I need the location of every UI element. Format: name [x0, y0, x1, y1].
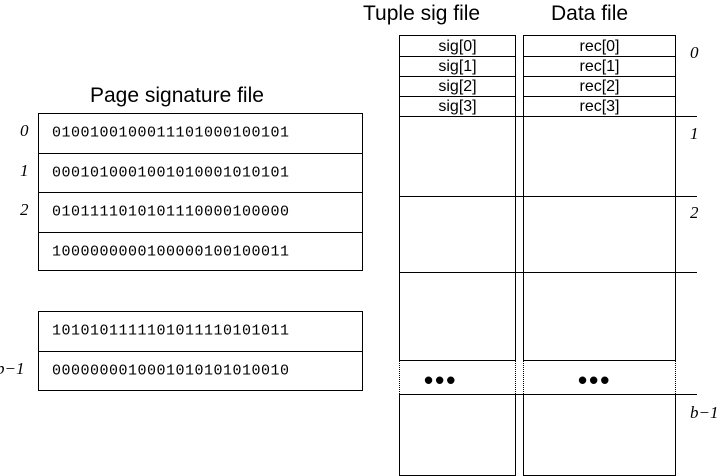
data-file-right-rail-lower	[675, 394, 676, 476]
data-file-hline	[523, 96, 676, 97]
tuple-sig-left-rail-dotted	[399, 360, 400, 394]
data-file-hline	[523, 56, 676, 57]
page-signature-row: 0000000010001010101010010	[39, 352, 362, 392]
data-file-cell-3: rec[3]	[579, 98, 620, 115]
page-signature-row: 0101111010101110000100000	[39, 193, 362, 233]
page-signature-bits: 1010101111101011110101011	[52, 322, 290, 340]
data-file-page-index-b-minus-1: b−1	[690, 403, 719, 422]
data-file-hline	[523, 35, 676, 36]
tuple-sig-hline	[399, 272, 516, 273]
data-file-right-rail-dotted	[675, 360, 676, 394]
tuple-sig-hline	[399, 116, 516, 117]
data-file-left-rail	[523, 35, 524, 360]
page-signature-index-0: 0	[20, 121, 29, 140]
page-signature-index-1: 1	[20, 161, 29, 180]
page-signature-index-2: 2	[20, 200, 29, 219]
page-signature-row: 1000000000100000100100011	[39, 233, 362, 273]
data-file-page-index-2: 2	[690, 203, 699, 222]
data-file-cell-2: rec[2]	[579, 78, 620, 95]
tuple-sig-hline	[399, 56, 516, 57]
page-signature-file-top-block: 0100100100011101000100101 00010100010010…	[38, 113, 363, 271]
page-signature-row: 1010101111101011110101011	[39, 312, 362, 352]
tuple-sig-hline	[399, 76, 516, 77]
tuple-sig-cell-0: sig[0]	[438, 38, 477, 55]
page-signature-bits: 0101111010101110000100000	[52, 203, 290, 221]
data-file-hline	[523, 76, 676, 77]
tuple-sig-hline	[399, 360, 516, 361]
tuple-sig-left-rail-lower	[399, 394, 400, 476]
data-file-page-boundary	[515, 196, 697, 197]
page-signature-row: 0001010001001010001010101	[39, 154, 362, 193]
tuple-sig-hline	[399, 196, 516, 197]
tuple-sig-right-rail	[515, 35, 516, 360]
tuple-sig-hline	[399, 394, 516, 395]
data-file-right-rail	[675, 35, 676, 360]
page-signature-bits: 0100100100011101000100101	[52, 124, 290, 142]
tuple-sig-cell-2: sig[2]	[438, 78, 477, 95]
data-file-title: Data file	[551, 2, 629, 25]
page-signature-bits: 0000000010001010101010010	[52, 362, 290, 380]
page-signature-row: 0100100100011101000100101	[39, 114, 362, 154]
tuple-sig-cell-1: sig[1]	[438, 58, 477, 75]
page-signature-file-title: Page signature file	[90, 84, 264, 107]
data-file-cell-1: rec[1]	[579, 58, 620, 75]
tuple-sig-file-title: Tuple sig file	[363, 2, 481, 25]
data-file-page-index-0: 0	[690, 43, 699, 62]
page-signature-file-bottom-block: 1010101111101011110101011 00000000100010…	[38, 311, 363, 391]
tuple-sig-ellipsis: •••	[424, 365, 458, 395]
tuple-sig-hline	[399, 35, 516, 36]
data-file-left-rail-dotted	[523, 360, 524, 394]
tuple-sig-cell-3: sig[3]	[438, 98, 477, 115]
data-file-hline	[523, 360, 676, 361]
data-file-page-boundary	[515, 272, 697, 273]
data-file-ellipsis: •••	[578, 365, 612, 395]
data-file-left-rail-lower	[523, 394, 524, 476]
data-file-page-index-1: 1	[690, 124, 699, 143]
data-file-page-boundary	[515, 116, 697, 117]
page-signature-index-b-minus-1: b−1	[0, 359, 25, 378]
tuple-sig-left-rail	[399, 35, 400, 360]
data-file-cell-0: rec[0]	[579, 38, 620, 55]
tuple-sig-hline	[399, 96, 516, 97]
page-signature-bits: 0001010001001010001010101	[52, 164, 290, 182]
tuple-sig-right-rail-dotted	[515, 360, 516, 394]
page-signature-bits: 1000000000100000100100011	[52, 243, 290, 261]
tuple-sig-right-rail-lower	[515, 394, 516, 476]
data-file-page-boundary	[515, 394, 697, 395]
